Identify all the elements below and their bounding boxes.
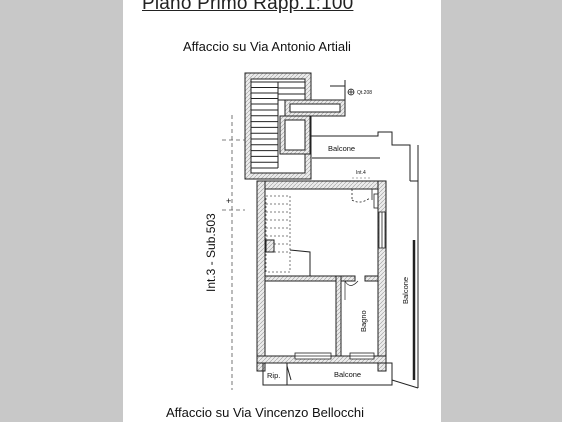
window-right bbox=[373, 193, 386, 249]
balcony-right bbox=[391, 145, 419, 389]
stair-solid-edge bbox=[265, 239, 311, 277]
axis-lines bbox=[222, 115, 245, 390]
balcony-bottom-label: Balcone bbox=[334, 370, 361, 379]
drawing-sheet bbox=[123, 0, 441, 422]
balcony-right-label: Balcone bbox=[401, 277, 410, 304]
level-tag: Qt.208 bbox=[357, 90, 372, 96]
lower-stair-steps bbox=[251, 109, 278, 169]
balcony-bottom bbox=[265, 362, 393, 386]
axis-mark: + bbox=[226, 196, 231, 206]
level-marker-icon bbox=[347, 88, 355, 96]
page-title: Piano Primo Rapp.1:100 bbox=[142, 0, 354, 14]
unit-label: Int.3 - Sub.503 bbox=[204, 213, 218, 292]
storage-room-label: Rip. bbox=[267, 371, 280, 380]
upper-stair-steps bbox=[251, 81, 305, 105]
door-swings bbox=[344, 280, 359, 300]
storage-room bbox=[262, 362, 292, 386]
entrance-door bbox=[351, 189, 373, 203]
bathroom-label: Bagno bbox=[359, 310, 368, 332]
entrance-tag: Int.4 bbox=[356, 170, 366, 176]
window-bottom bbox=[294, 352, 375, 360]
balcony-top bbox=[263, 131, 411, 182]
balcony-top-label: Balcone bbox=[328, 144, 355, 153]
partition-walls bbox=[264, 275, 379, 357]
street-label-bottom: Affaccio su Via Vincenzo Bellocchi bbox=[166, 405, 365, 420]
street-label-top: Affaccio su Via Antonio Artiali bbox=[183, 39, 351, 54]
internal-stair bbox=[265, 195, 291, 273]
landing-block bbox=[279, 80, 346, 155]
